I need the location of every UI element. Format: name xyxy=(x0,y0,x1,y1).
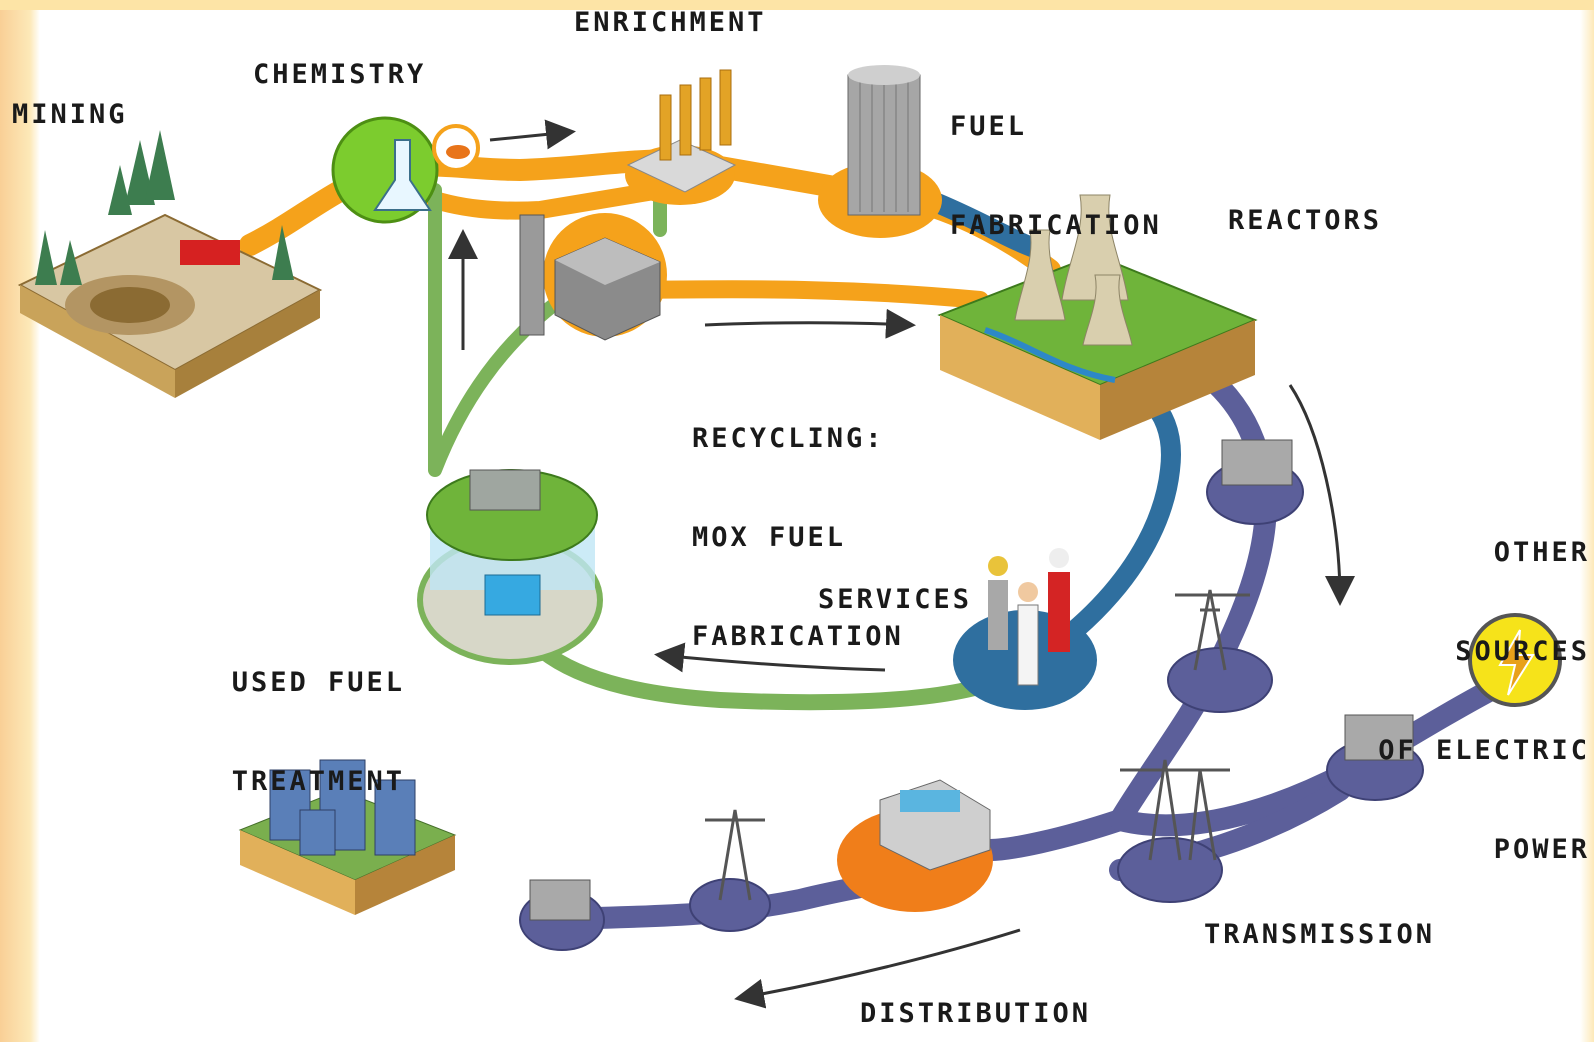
label-fuel-fabrication-line1: FUEL xyxy=(950,111,1028,142)
label-recycling-line3: FABRICATION xyxy=(692,621,904,652)
control-room-icon xyxy=(837,779,993,912)
label-other-line1: OTHER xyxy=(1493,537,1590,568)
label-recycling: RECYCLING: MOX FUEL FABRICATION xyxy=(692,356,904,686)
enrichment-plant-icon xyxy=(625,69,737,205)
transformer-icon xyxy=(529,439,1414,921)
fuel-silo-icon xyxy=(818,65,942,238)
used-fuel-pool-icon xyxy=(417,469,603,665)
label-other-line4: POWER xyxy=(1493,834,1590,865)
mine-pit-icon xyxy=(17,130,323,398)
label-used-fuel-treatment: USED FUEL TREATMENT xyxy=(200,600,405,831)
city-icon xyxy=(238,759,457,915)
fuel-path-inner xyxy=(411,181,669,220)
label-reactors: REACTORS xyxy=(1228,205,1383,236)
label-used-fuel-line2: TREATMENT xyxy=(231,766,405,797)
mox-plant-icon xyxy=(519,213,667,341)
workers-icon xyxy=(953,548,1097,710)
label-enrichment: ENRICHMENT xyxy=(574,7,767,38)
label-transmission: TRANSMISSION xyxy=(1204,919,1436,950)
top-band xyxy=(0,0,1594,10)
label-fuel-fabrication-line2: FABRICATION xyxy=(950,210,1162,241)
pylon-icon xyxy=(705,589,1250,901)
label-other-line3: OF ELECTRIC xyxy=(1378,735,1590,766)
label-other-sources: OTHER SOURCES OF ELECTRIC POWER xyxy=(1360,470,1590,899)
cooling-tower-icon xyxy=(937,194,1258,440)
label-services: SERVICES xyxy=(818,584,973,615)
label-distribution: DISTRIBUTION xyxy=(860,998,1092,1029)
mox-path xyxy=(601,280,989,309)
flow-arrows xyxy=(448,119,1355,1009)
label-other-line2: SOURCES xyxy=(1455,636,1590,667)
chemistry-flask-icon xyxy=(331,116,480,224)
label-fuel-fabrication: FUEL FABRICATION xyxy=(950,44,1162,275)
label-recycling-line1: RECYCLING: xyxy=(692,423,885,454)
label-chemistry: CHEMISTRY xyxy=(253,59,427,90)
reactor-link xyxy=(926,190,1044,260)
label-recycling-line2: MOX FUEL xyxy=(692,522,847,553)
label-mining: MINING xyxy=(12,99,128,130)
label-used-fuel-line1: USED FUEL xyxy=(231,667,405,698)
lightning-icon xyxy=(1468,613,1562,707)
